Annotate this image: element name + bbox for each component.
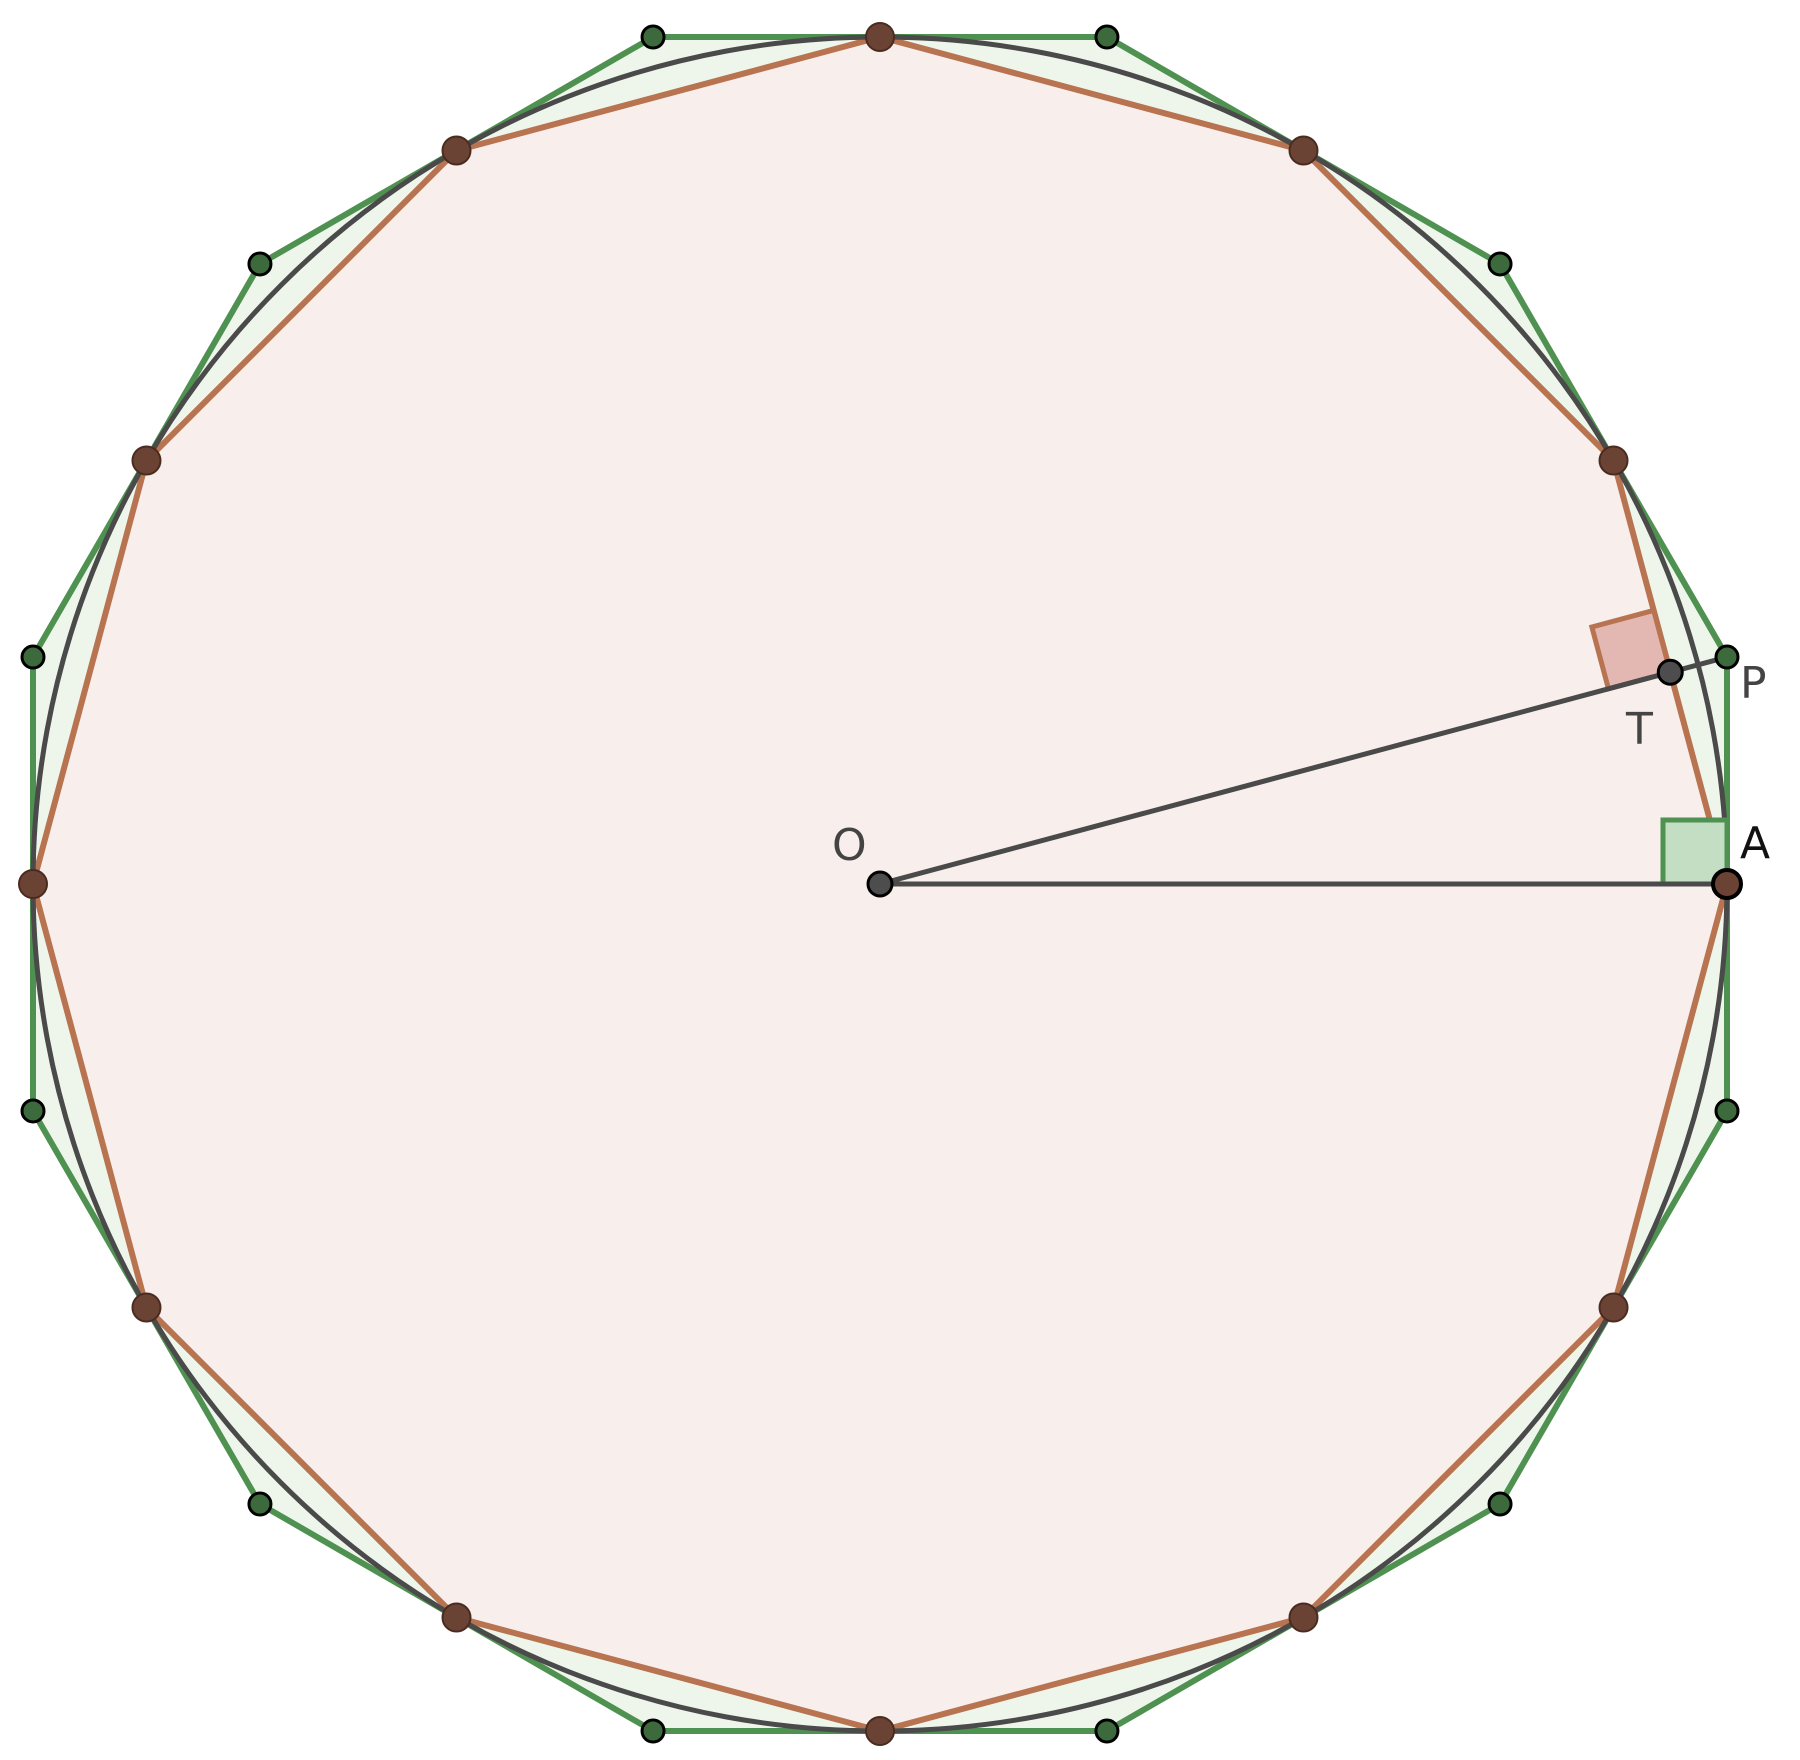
inscribed-vertex (1288, 1602, 1319, 1633)
circumscribed-vertex (640, 1718, 666, 1744)
inscribed-vertex (1598, 1292, 1629, 1323)
circumscribed-vertex (20, 1098, 46, 1124)
inscribed-vertex (131, 445, 162, 476)
circumscribed-vertex (640, 24, 666, 50)
circumscribed-vertex (1487, 1491, 1513, 1517)
circumscribed-vertices (20, 24, 1740, 1744)
inscribed-vertices (18, 22, 1743, 1746)
circumscribed-vertex (20, 644, 46, 670)
inscribed-vertex (131, 1292, 162, 1323)
inscribed-vertex (441, 135, 472, 166)
inscribed-vertex (1598, 445, 1629, 476)
circumscribed-vertex (1094, 1718, 1120, 1744)
inscribed-vertex (441, 1602, 472, 1633)
point-T (1656, 658, 1684, 686)
inscribed-vertex (18, 869, 48, 899)
segment-OP (879, 654, 1728, 887)
inscribed-vertex (1288, 135, 1319, 166)
point-O (866, 870, 894, 898)
label-A: A (1740, 818, 1770, 869)
inscribed-vertex (865, 22, 895, 52)
label-P: P (1740, 658, 1767, 709)
circumscribed-vertex (247, 251, 273, 277)
inscribed-vertex (865, 1716, 895, 1746)
label-O: O (832, 820, 867, 871)
point-A (1711, 868, 1743, 900)
circumscribed-vertex (1714, 644, 1740, 670)
label-T: T (1625, 704, 1653, 755)
circumscribed-vertex (247, 1491, 273, 1517)
circumscribed-vertex (1094, 24, 1120, 50)
circumscribed-vertex (1714, 1098, 1740, 1124)
circumscribed-vertex (1487, 251, 1513, 277)
